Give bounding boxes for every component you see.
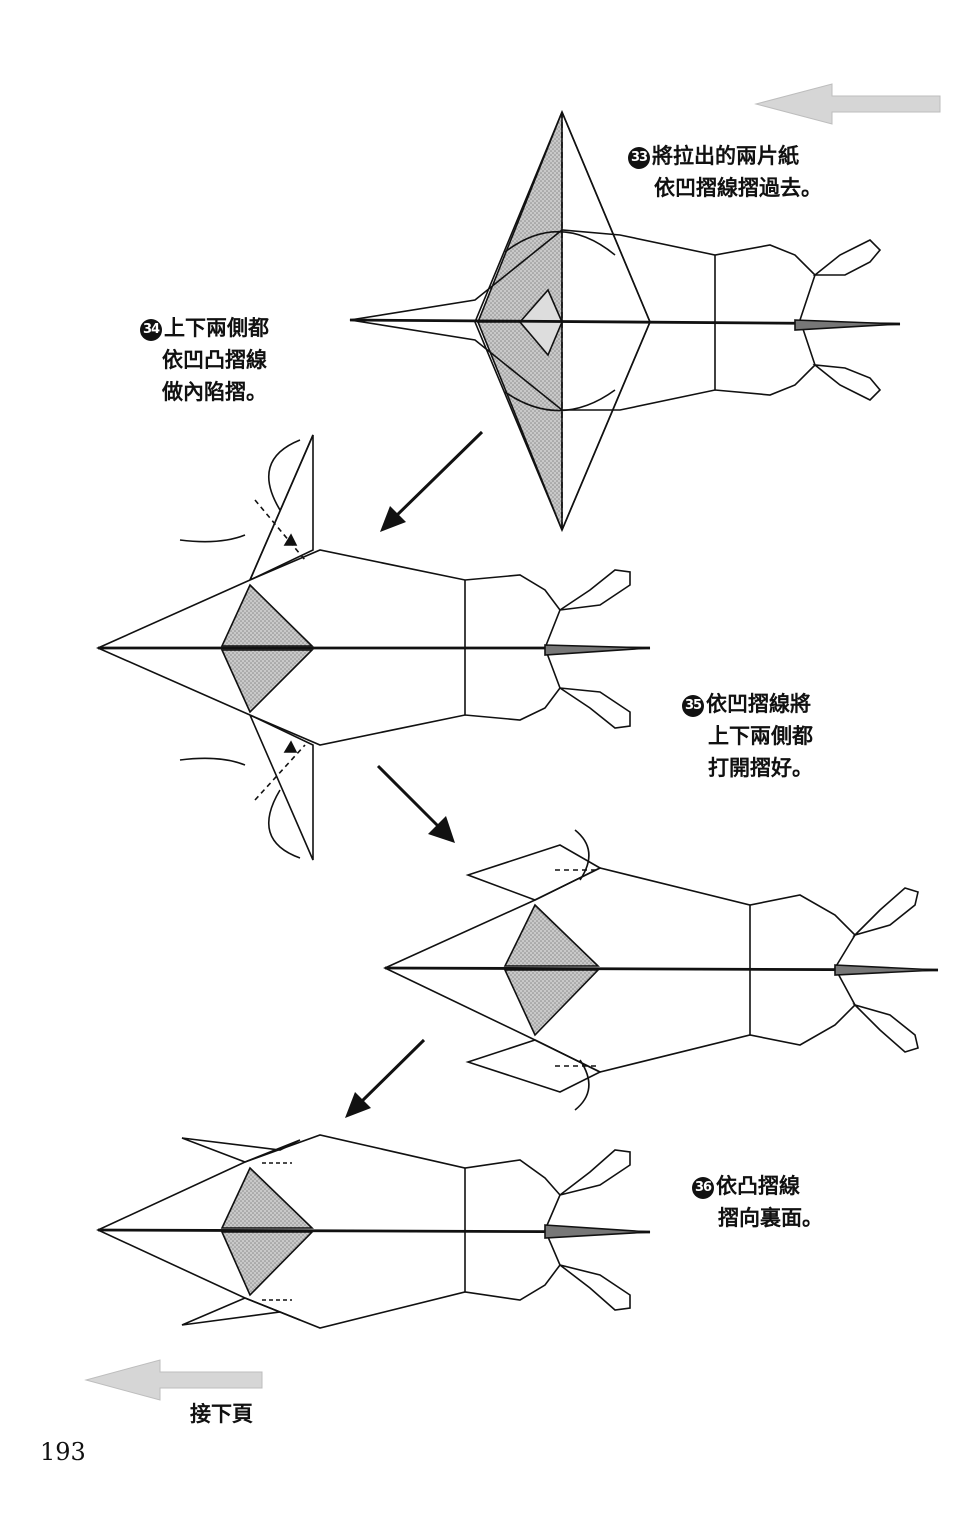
- step-number-badge: 36: [692, 1177, 714, 1199]
- model-step-34: [96, 434, 651, 861]
- direction-arrow-icon: [376, 764, 455, 843]
- model-step-36: [96, 1134, 651, 1329]
- step-text: 上下兩側都: [164, 316, 269, 340]
- continue-arrow-icon: [84, 1359, 263, 1401]
- step-text: 依凹凸摺線: [162, 348, 267, 372]
- step-text: 依凹摺線將: [706, 692, 811, 716]
- step-number-badge: 34: [140, 319, 162, 341]
- continue-arrow-icon: [754, 83, 941, 125]
- model-step-33: [349, 109, 901, 533]
- step-text: 上下兩側都: [708, 724, 813, 748]
- direction-arrow-icon: [380, 430, 484, 532]
- step-number-badge: 33: [628, 147, 650, 169]
- step-text: 依凹摺線摺過去。: [654, 176, 822, 200]
- step-number-badge: 35: [682, 695, 704, 717]
- direction-arrow-icon: [345, 1038, 426, 1118]
- model-step-35: [383, 829, 939, 1111]
- step-text: 依凸摺線: [716, 1174, 800, 1198]
- step-text: 摺向裏面。: [718, 1206, 823, 1230]
- page-number: 193: [40, 1438, 86, 1466]
- step-text: 做內陷摺。: [162, 380, 267, 404]
- step-text: 將拉出的兩片紙: [652, 144, 799, 168]
- step-text: 打開摺好。: [708, 756, 813, 780]
- next-page-label: 接下頁: [190, 1402, 253, 1426]
